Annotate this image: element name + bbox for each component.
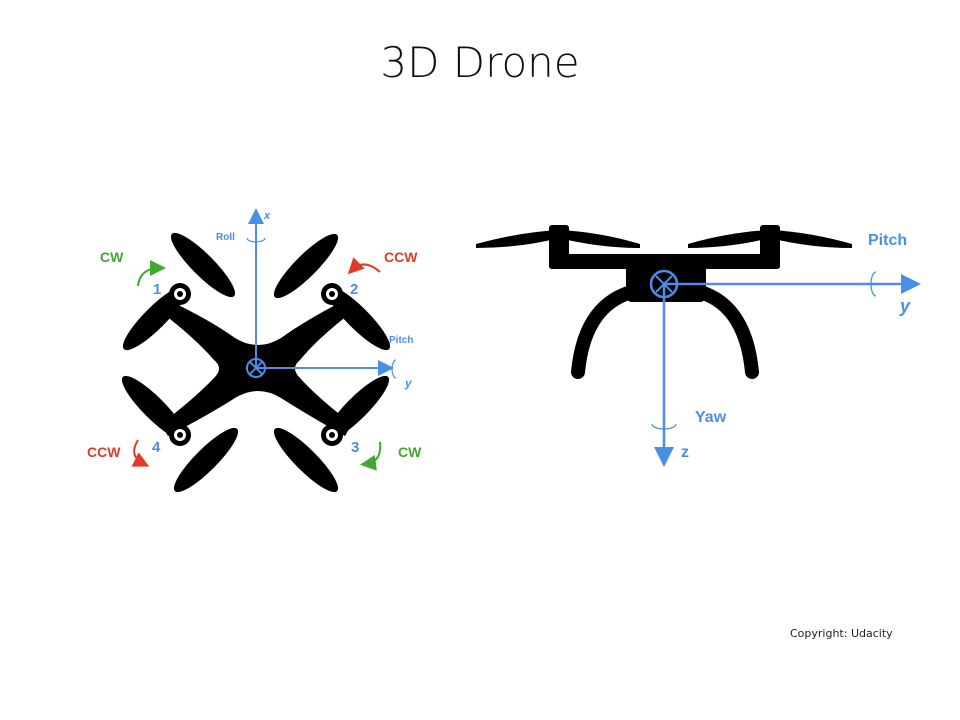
side-propeller-left-outer [476,230,559,248]
roll-label: Roll [216,232,235,243]
rotor-3-number: 3 [351,439,359,456]
propeller-1 [122,232,236,351]
rotor-2-number: 2 [350,281,358,298]
side-propeller-right-inner [688,230,770,248]
propeller-3 [273,375,390,493]
side-center-marker [649,269,679,299]
landing-leg-right [685,283,759,379]
copyright-text: Copyright: Udacity [790,627,893,640]
rotor-2-direction: CCW [384,249,418,265]
side-arm [549,254,780,269]
pitch-rotation-icon [391,359,397,379]
y-axis-label-top: y [404,376,413,390]
side-propeller-left-inner [559,230,640,248]
side-view-drone [476,225,852,379]
z-axis-label: z [681,444,689,461]
rotor-labels: CW 1 CCW 2 CW 3 CCW 4 [87,249,422,471]
rotor-1-direction: CW [100,249,124,265]
y-axis-label-side: y [899,296,911,316]
pitch-label-top: Pitch [389,335,413,346]
yaw-label: Yaw [695,409,727,426]
propeller-2 [273,233,391,351]
rotor-3-direction: CW [398,444,422,460]
rotor-4-ccw-arrow [131,439,150,467]
propeller-4 [121,375,239,493]
roll-rotation-icon [246,237,266,243]
rotor-2-ccw-arrow [347,257,381,275]
rotor-4-direction: CCW [87,444,121,460]
rotor-3-cw-arrow [360,441,382,471]
yaw-rotation-icon [651,423,677,430]
x-axis-label: x [263,210,271,222]
center-marker [246,358,266,378]
rotor-4-number: 4 [152,439,161,456]
rotor-1-cw-arrow [137,260,166,287]
side-pitch-rotation-icon [870,271,877,297]
top-view-axes: x Roll Pitch y [216,208,413,390]
landing-leg-left [571,283,647,379]
side-propeller-right-outer [770,230,852,248]
rotor-1-number: 1 [153,281,161,298]
side-view-axes: Pitch y Yaw z [649,232,921,467]
slide-title: 3D Drone [380,38,580,87]
pitch-label-side: Pitch [868,232,907,249]
